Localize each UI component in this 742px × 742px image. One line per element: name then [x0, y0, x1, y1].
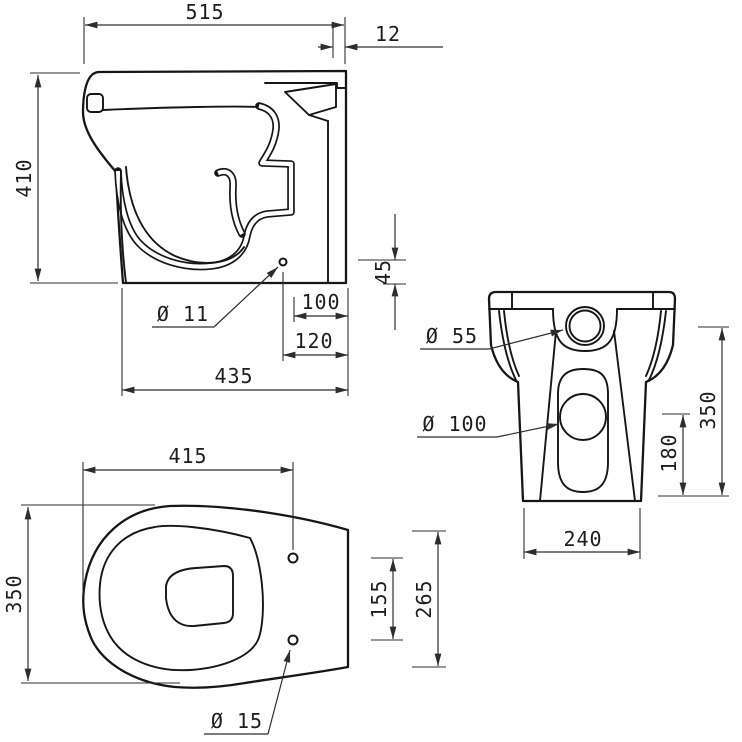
- dim-12-label: 12: [375, 22, 401, 46]
- side-outline: [81, 69, 348, 285]
- dim-155-label: 155: [367, 579, 391, 618]
- rear-panel-right: [613, 330, 636, 502]
- dim-outlet-height: 180: [657, 413, 690, 496]
- leader-inlet: Ø 55: [420, 324, 564, 350]
- dim-overall-depth: 515: [83, 0, 346, 64]
- outlet-circle: [559, 393, 607, 441]
- leader-outlet: Ø 100: [417, 412, 560, 438]
- plan-fixing-hole-bottom: [287, 634, 299, 646]
- flush-duct-connector: [308, 114, 329, 122]
- flush-inlet-duct: [284, 83, 337, 116]
- dim-overall-height: 410: [12, 72, 118, 284]
- dim-hole-to-back: 120: [282, 272, 349, 361]
- rear-view: Ø 55 Ø 100 350 180 240: [417, 290, 729, 559]
- rear-outline: [487, 290, 677, 503]
- label-dia-15: Ø 15: [211, 709, 263, 733]
- dim-350-rear-label: 350: [696, 390, 720, 429]
- dim-back-step: 12: [318, 22, 443, 58]
- dim-inlet-height: 350: [658, 326, 729, 497]
- trap-downleg-inner: [217, 169, 244, 235]
- top-view: 415 350 155 265 Ø 15: [2, 444, 446, 735]
- trapway-inner: [115, 103, 294, 269]
- dim-515-label: 515: [185, 0, 224, 24]
- dim-410-label: 410: [12, 158, 36, 197]
- rear-wing-arc-right-1: [645, 310, 662, 377]
- dim-front-to-holes: 415: [82, 444, 294, 596]
- rear-wing-arc-left-1: [503, 310, 520, 377]
- front-wall-inner: [119, 170, 127, 284]
- dim-base-depth: 435: [121, 288, 349, 396]
- rear-panel-left: [539, 330, 557, 502]
- label-dia-100: Ø 100: [422, 412, 487, 436]
- label-dia-55: Ø 55: [426, 324, 478, 348]
- plan-outline: [82, 504, 350, 689]
- dim-back-edge: 265: [412, 530, 446, 668]
- rim-inner-line: [102, 105, 259, 111]
- inlet-circle-inner: [568, 309, 602, 343]
- dim-120-label: 120: [294, 329, 333, 353]
- dim-hole-spacing: 155: [367, 557, 403, 641]
- bowl-surface: [125, 166, 245, 264]
- seat-hinge-hole: [86, 93, 104, 113]
- dim-180-label: 180: [657, 433, 681, 472]
- label-dia-11: Ø 11: [157, 302, 209, 326]
- dim-350-plan-label: 350: [2, 574, 26, 613]
- dim-265-label: 265: [412, 579, 436, 618]
- outlet-hump: [557, 368, 609, 493]
- dim-45-label: 45: [371, 259, 395, 285]
- inlet-circle-outer: [565, 306, 605, 346]
- rear-wing-arc-right-2: [648, 310, 667, 381]
- rim-top-line: [264, 82, 347, 89]
- plan-inner-rim: [98, 524, 264, 672]
- rear-wing-arc-left-2: [498, 310, 517, 381]
- dim-overall-width: 350: [2, 504, 180, 684]
- dim-base-width: 240: [523, 508, 641, 559]
- dim-415-label: 415: [168, 444, 207, 468]
- dim-fixing-hole-height: 45: [358, 214, 406, 330]
- plan-water-area: [165, 565, 234, 627]
- dim-435-label: 435: [214, 364, 253, 388]
- side-view: 515 12 410 45 100: [12, 0, 443, 396]
- plan-fixing-hole-top: [287, 552, 299, 564]
- dim-100-label: 100: [301, 290, 340, 314]
- leader-plan-fixing-hole: Ø 15: [204, 649, 291, 735]
- dim-outlet-to-back: 100: [293, 288, 349, 322]
- side-fixing-hole: [278, 257, 288, 267]
- trapway-outer: [114, 102, 295, 271]
- dim-240-label: 240: [563, 527, 602, 551]
- leader-side-fixing-hole: Ø 11: [152, 266, 279, 328]
